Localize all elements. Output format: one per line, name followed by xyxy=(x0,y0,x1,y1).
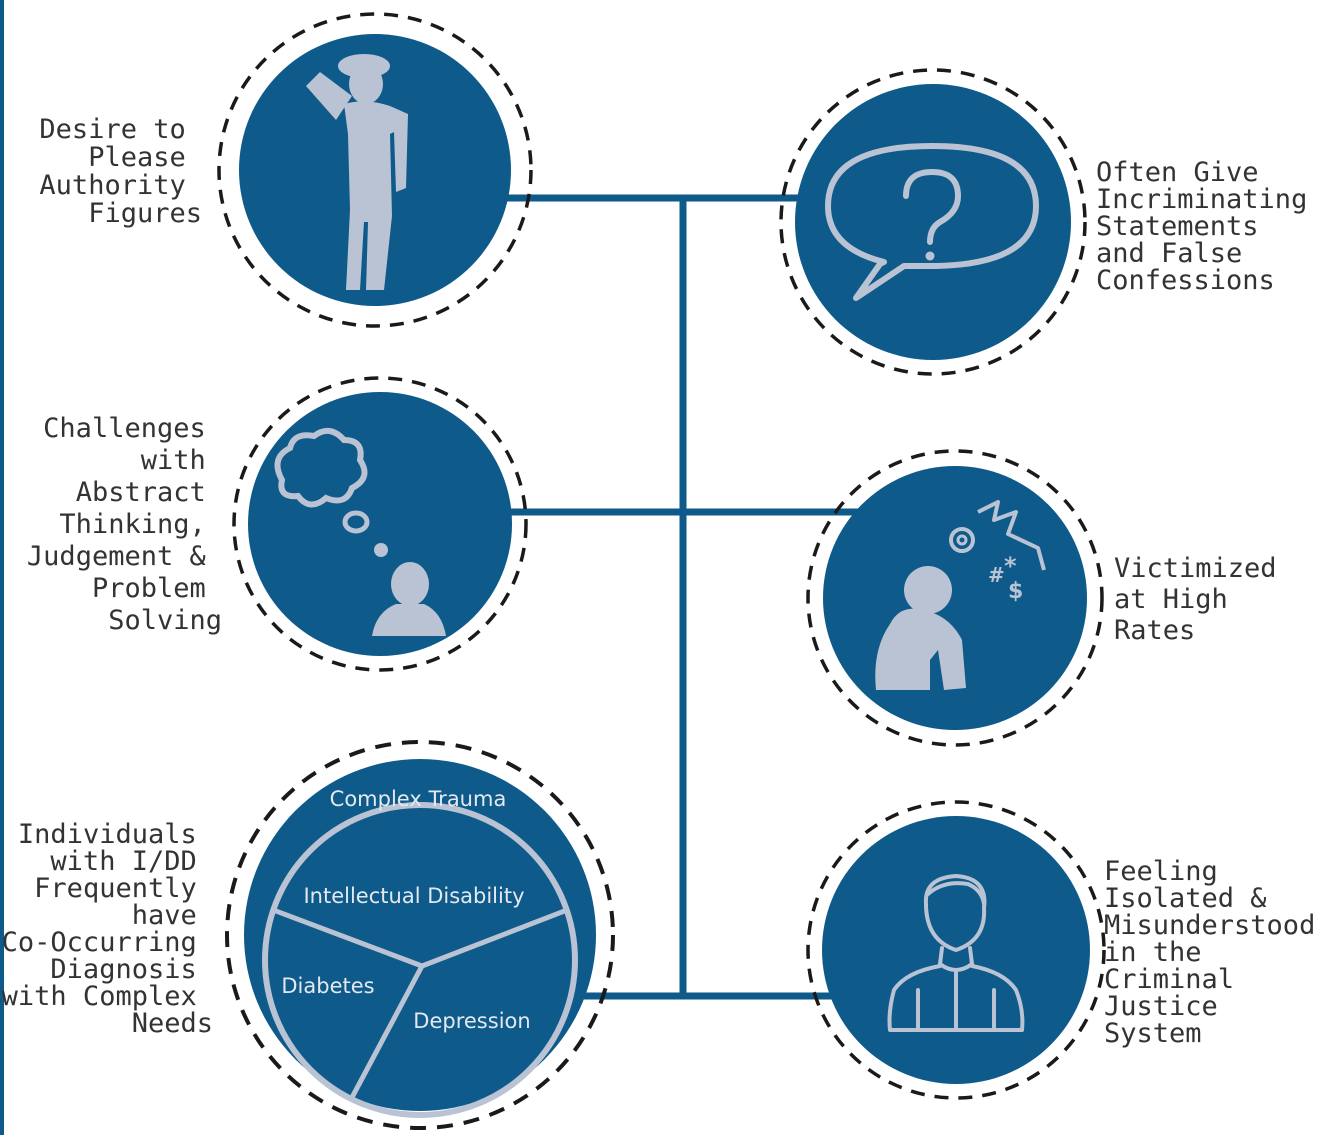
pie-divider xyxy=(337,964,425,1115)
node-confessions-dashed-ring xyxy=(779,68,1087,376)
node-isolated-label: Feeling Isolated & Misunderstood in the … xyxy=(1104,856,1332,1049)
label-line: Confessions xyxy=(1096,265,1275,296)
label-line: Please xyxy=(88,142,186,173)
node-confessions-label: Often Give Incriminating Statements and … xyxy=(1096,157,1324,296)
curse-symbol: $ xyxy=(1008,579,1023,604)
label-line: Figures xyxy=(88,198,202,229)
isolated-man-sketch-icon xyxy=(887,874,1025,1032)
sitting-person-icon xyxy=(875,566,966,690)
node-victimized-dashed-ring xyxy=(806,449,1104,747)
node-co-occurring: Complex Trauma Intellectual Disability D… xyxy=(2,740,615,1130)
node-abstract: Challenges with Abstract Thinking, Judge… xyxy=(27,376,528,672)
node-authority-dashed-ring xyxy=(217,12,533,328)
node-confessions: Often Give Incriminating Statements and … xyxy=(779,68,1324,376)
label-line: Victimized xyxy=(1114,553,1277,584)
label-line: Diagnosis xyxy=(50,954,196,985)
label-line: Misunderstood xyxy=(1104,910,1315,941)
pie-segment-label: Depression xyxy=(413,1009,530,1033)
node-abstract-dashed-ring xyxy=(232,376,528,672)
label-line: Feeling xyxy=(1104,856,1218,887)
label-line: with Complex xyxy=(2,981,197,1012)
curse-symbol: # xyxy=(988,563,1005,587)
label-line: Rates xyxy=(1114,615,1195,646)
thought-cloud-icon xyxy=(274,427,368,508)
label-line: Frequently xyxy=(34,873,197,904)
label-line: System xyxy=(1104,1018,1202,1049)
node-abstract-circle xyxy=(248,392,512,656)
label-line: with xyxy=(141,445,206,476)
label-line: Isolated & xyxy=(1104,883,1267,914)
label-line: Thinking, xyxy=(59,509,205,540)
label-line: have xyxy=(132,900,197,931)
node-isolated-dashed-ring xyxy=(806,800,1106,1100)
label-line: Judgement & xyxy=(27,541,207,572)
label-line: Individuals xyxy=(18,819,197,850)
label-line: and False xyxy=(1096,238,1242,269)
label-line: at High xyxy=(1114,584,1228,615)
pie-divider xyxy=(421,902,575,969)
label-line: Solving xyxy=(108,605,222,636)
node-confessions-circle xyxy=(795,84,1071,360)
label-line: Justice xyxy=(1104,991,1218,1022)
pie-segment-label: Diabetes xyxy=(281,974,374,998)
label-line: Criminal xyxy=(1104,964,1234,995)
saluting-officer-icon xyxy=(306,54,408,290)
speech-bubble-question-icon xyxy=(825,143,1039,301)
node-authority-label: Desire to Please Authority Figures xyxy=(39,114,202,229)
thought-dot-icon xyxy=(374,543,388,557)
spiral-icon xyxy=(949,527,975,553)
thinking-person-icon xyxy=(274,427,446,636)
diagnosis-pie-icon xyxy=(262,802,578,1118)
label-line: Desire to xyxy=(39,114,185,145)
label-line: Authority xyxy=(39,170,185,201)
thought-bubble-icon xyxy=(342,510,370,534)
node-isolated: Feeling Isolated & Misunderstood in the … xyxy=(806,800,1332,1100)
node-co-occurring-circle xyxy=(244,759,596,1111)
label-line: Abstract xyxy=(76,477,206,508)
curse-symbol: * xyxy=(1004,552,1017,580)
node-co-occurring-dashed-ring xyxy=(225,740,615,1130)
pie-segment-label: Intellectual Disability xyxy=(303,884,524,908)
node-victimized-circle xyxy=(823,466,1087,730)
label-line: Statements xyxy=(1096,211,1259,242)
pie-divider xyxy=(265,902,423,969)
label-line: Incriminating xyxy=(1096,184,1307,215)
node-victimized: # * $ Victimized at High Rates xyxy=(806,449,1293,747)
pie-outer-label: Complex Trauma xyxy=(330,787,507,811)
distressed-person-icon: # * $ xyxy=(875,500,1046,690)
node-victimized-label: Victimized at High Rates xyxy=(1114,553,1293,646)
label-line: in the xyxy=(1104,937,1202,968)
person-bust-icon xyxy=(372,562,446,636)
node-authority: Desire to Please Authority Figures xyxy=(39,12,533,328)
left-frame-edge xyxy=(0,0,4,1135)
label-line: Often Give xyxy=(1096,157,1259,188)
pie-ring xyxy=(262,802,578,1118)
node-co-occurring-label: Individuals with I/DD Frequently have Co… xyxy=(2,819,213,1039)
label-line: Co-Occurring xyxy=(2,927,197,958)
label-line: Challenges xyxy=(43,413,206,444)
label-line: Needs xyxy=(132,1008,213,1039)
lightning-bolt-icon xyxy=(977,500,1046,571)
node-abstract-label: Challenges with Abstract Thinking, Judge… xyxy=(27,413,222,636)
label-line: with I/DD xyxy=(50,846,196,877)
label-line: Problem xyxy=(92,573,206,604)
